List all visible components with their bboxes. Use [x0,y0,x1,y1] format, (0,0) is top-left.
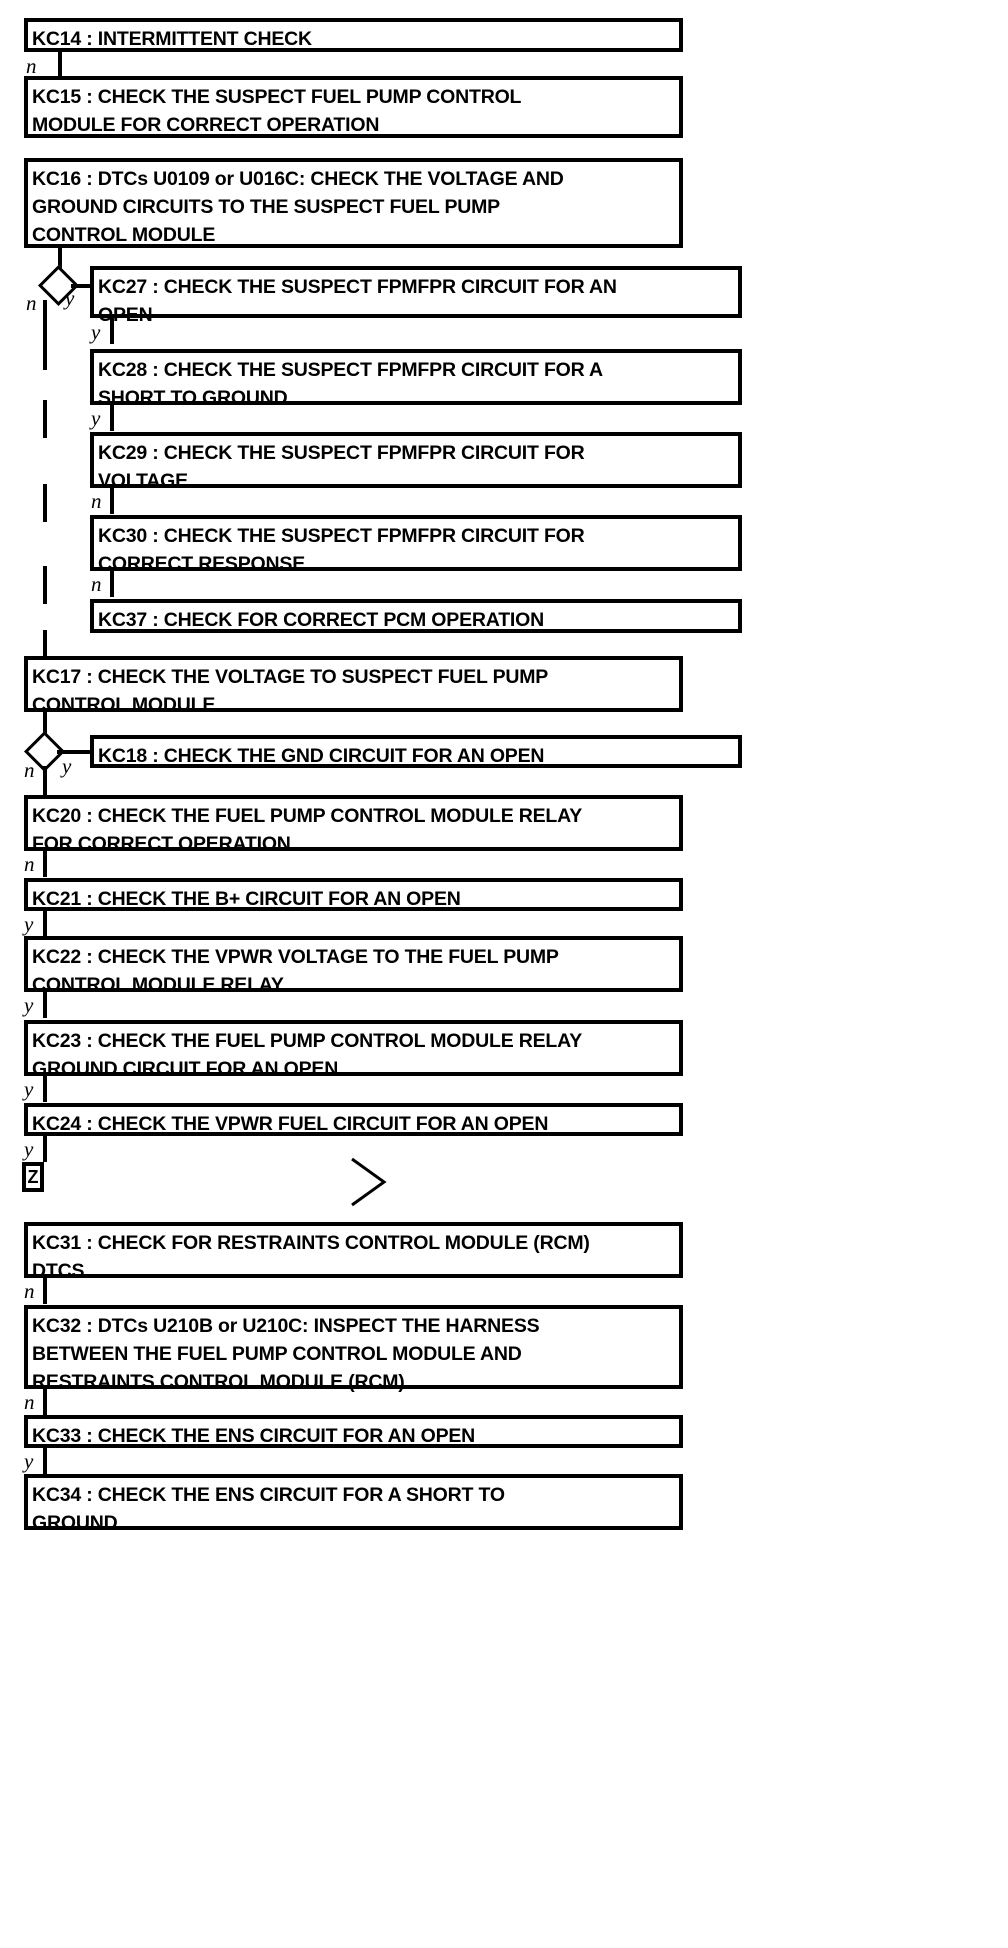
process-node-kc28[interactable]: KC28 : CHECK THE SUSPECT FPMFPR CIRCUIT … [90,349,742,409]
branch-label-kc33-kc34: y [24,1449,34,1473]
connector-kc27-kc28 [110,318,114,344]
branch-label-diamond2-yes: y [62,754,72,778]
process-node-kc16[interactable]: KC16 : DTCs U0109 or U016C: CHECK THE VO… [24,158,683,248]
connector-kc16-diamond1 [58,248,62,272]
connector-kc30-kc37 [110,571,114,597]
connector-kc31-kc32 [43,1278,47,1304]
process-node-kc15[interactable]: KC15 : CHECK THE SUSPECT FUEL PUMP CONTR… [24,76,683,138]
branch-label-kc27-kc28: y [91,320,101,344]
process-node-kc29[interactable]: KC29 : CHECK THE SUSPECT FPMFPR CIRCUIT … [90,432,742,492]
connector-kc32-kc33 [43,1389,47,1415]
branch-label-kc30-kc37: n [91,572,102,596]
offpage-connector-z[interactable]: Z [22,1162,44,1192]
process-node-kc34[interactable]: KC34 : CHECK THE ENS CIRCUIT FOR A SHORT… [24,1474,683,1534]
process-node-kc22[interactable]: KC22 : CHECK THE VPWR VOLTAGE TO THE FUE… [24,936,683,996]
connector-kc20-kc21 [43,851,47,877]
branch-label-diamond1-no: n [26,291,37,315]
connector-kc21-kc22 [43,911,47,937]
process-node-kc30[interactable]: KC30 : CHECK THE SUSPECT FPMFPR CIRCUIT … [90,515,742,575]
connector-diamond1-no-seg1 [43,300,47,330]
connector-kc17-diamond2 [43,712,47,738]
branch-label-diamond1-yes: y [65,286,75,310]
branch-label-kc23-kc24: y [24,1077,34,1101]
branch-label-kc20-kc21: n [24,852,35,876]
connector-kc14-kc15 [58,52,62,76]
chevron-right-icon [351,1157,387,1207]
process-node-kc14[interactable]: KC14 : INTERMITTENT CHECK [24,18,683,52]
branch-label-kc29-kc30: n [91,489,102,513]
connector-diamond1-no-seg2 [43,330,47,370]
connector-kc22-kc23 [43,992,47,1018]
branch-label-diamond2-no: n [24,758,35,782]
connector-kc28-kc29 [110,405,114,431]
connector-diamond1-no-seg6 [43,630,47,656]
branch-label-kc31-kc32: n [24,1279,35,1303]
connector-diamond1-no-seg5 [43,566,47,604]
connector-kc24-z [43,1136,47,1162]
connector-kc33-kc34 [43,1448,47,1474]
connector-kc29-kc30 [110,488,114,514]
process-node-kc23[interactable]: KC23 : CHECK THE FUEL PUMP CONTROL MODUL… [24,1020,683,1080]
process-node-kc37[interactable]: KC37 : CHECK FOR CORRECT PCM OPERATION [90,599,742,633]
branch-label-kc22-kc23: y [24,993,34,1017]
process-node-kc20[interactable]: KC20 : CHECK THE FUEL PUMP CONTROL MODUL… [24,795,683,855]
process-node-kc31[interactable]: KC31 : CHECK FOR RESTRAINTS CONTROL MODU… [24,1222,683,1282]
process-node-kc32[interactable]: KC32 : DTCs U210B or U210C: INSPECT THE … [24,1305,683,1393]
process-node-kc33[interactable]: KC33 : CHECK THE ENS CIRCUIT FOR AN OPEN [24,1415,683,1448]
connector-diamond1-no-seg3 [43,400,47,438]
branch-label-kc24-z: y [24,1137,34,1161]
connector-diamond1-kc27 [71,284,90,288]
connector-diamond2-kc18 [57,750,90,754]
process-node-kc18[interactable]: KC18 : CHECK THE GND CIRCUIT FOR AN OPEN [90,735,742,768]
connector-kc23-kc24 [43,1076,47,1102]
process-node-kc21[interactable]: KC21 : CHECK THE B+ CIRCUIT FOR AN OPEN [24,878,683,911]
process-node-kc17[interactable]: KC17 : CHECK THE VOLTAGE TO SUSPECT FUEL… [24,656,683,716]
connector-diamond2-kc20 [43,766,47,796]
connector-diamond1-no-seg4 [43,484,47,522]
branch-label-kc32-kc33: n [24,1390,35,1414]
branch-label-kc14-kc15: n [26,54,37,78]
branch-label-kc21-kc22: y [24,912,34,936]
process-node-kc27[interactable]: KC27 : CHECK THE SUSPECT FPMFPR CIRCUIT … [90,266,742,326]
branch-label-kc28-kc29: y [91,406,101,430]
process-node-kc24[interactable]: KC24 : CHECK THE VPWR FUEL CIRCUIT FOR A… [24,1103,683,1136]
